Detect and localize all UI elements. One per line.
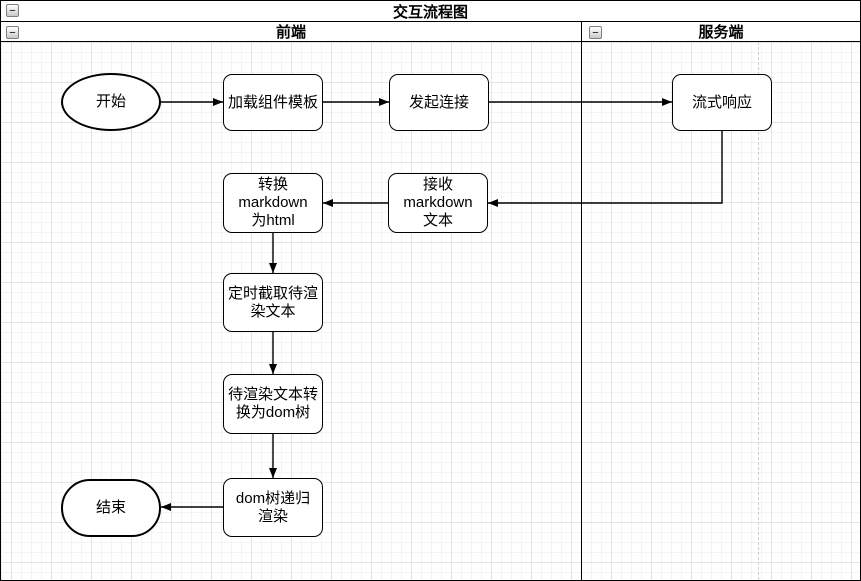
lane-header-frontend[interactable]: 前端: [1, 22, 581, 41]
page-break-line: [758, 42, 759, 580]
node-initiate-connection-label: 发起连接: [408, 93, 469, 111]
server-lane-collapse-icon[interactable]: −: [589, 26, 602, 39]
lane-header-row: 前端 服务端: [1, 22, 860, 42]
node-end[interactable]: 结束: [61, 479, 161, 537]
node-capture-text-label: 定时截取待渲 染文本: [227, 284, 318, 320]
node-convert-markdown[interactable]: 转换 markdown 为html: [223, 173, 323, 233]
node-start-label: 开始: [95, 93, 126, 110]
node-end-label: 结束: [95, 499, 126, 516]
node-stream-response[interactable]: 流式响应: [672, 74, 772, 131]
node-convert-markdown-label: 转换 markdown 为html: [238, 176, 308, 229]
node-capture-text[interactable]: 定时截取待渲 染文本: [223, 273, 323, 332]
node-text-to-dom-label: 待渲染文本转 换为dom树: [227, 386, 318, 421]
lane-header-server[interactable]: 服务端: [582, 22, 860, 41]
frontend-lane-collapse-icon[interactable]: −: [6, 26, 19, 39]
node-text-to-dom[interactable]: 待渲染文本转 换为dom树: [223, 374, 323, 434]
pool-title-bar: 交互流程图: [1, 1, 860, 22]
lane-label-server: 服务端: [698, 24, 744, 41]
node-receive-markdown-label: 接收 markdown 文本: [403, 176, 473, 229]
node-load-template[interactable]: 加载组件模板: [223, 74, 323, 131]
node-start[interactable]: 开始: [61, 73, 161, 131]
pool-title: 交互流程图: [392, 3, 468, 21]
pool-collapse-icon[interactable]: −: [6, 4, 19, 17]
node-dom-render-label: dom树递归 渲染: [235, 489, 311, 525]
node-dom-render[interactable]: dom树递归 渲染: [223, 478, 323, 537]
lane-divider: [581, 22, 582, 580]
node-load-template-label: 加载组件模板: [227, 93, 318, 111]
lane-label-frontend: 前端: [275, 24, 306, 41]
node-stream-response-label: 流式响应: [691, 93, 752, 111]
edge-stream-response-to-receive-markdown[interactable]: [488, 131, 723, 207]
node-initiate-connection[interactable]: 发起连接: [389, 74, 489, 131]
node-receive-markdown[interactable]: 接收 markdown 文本: [388, 173, 488, 233]
